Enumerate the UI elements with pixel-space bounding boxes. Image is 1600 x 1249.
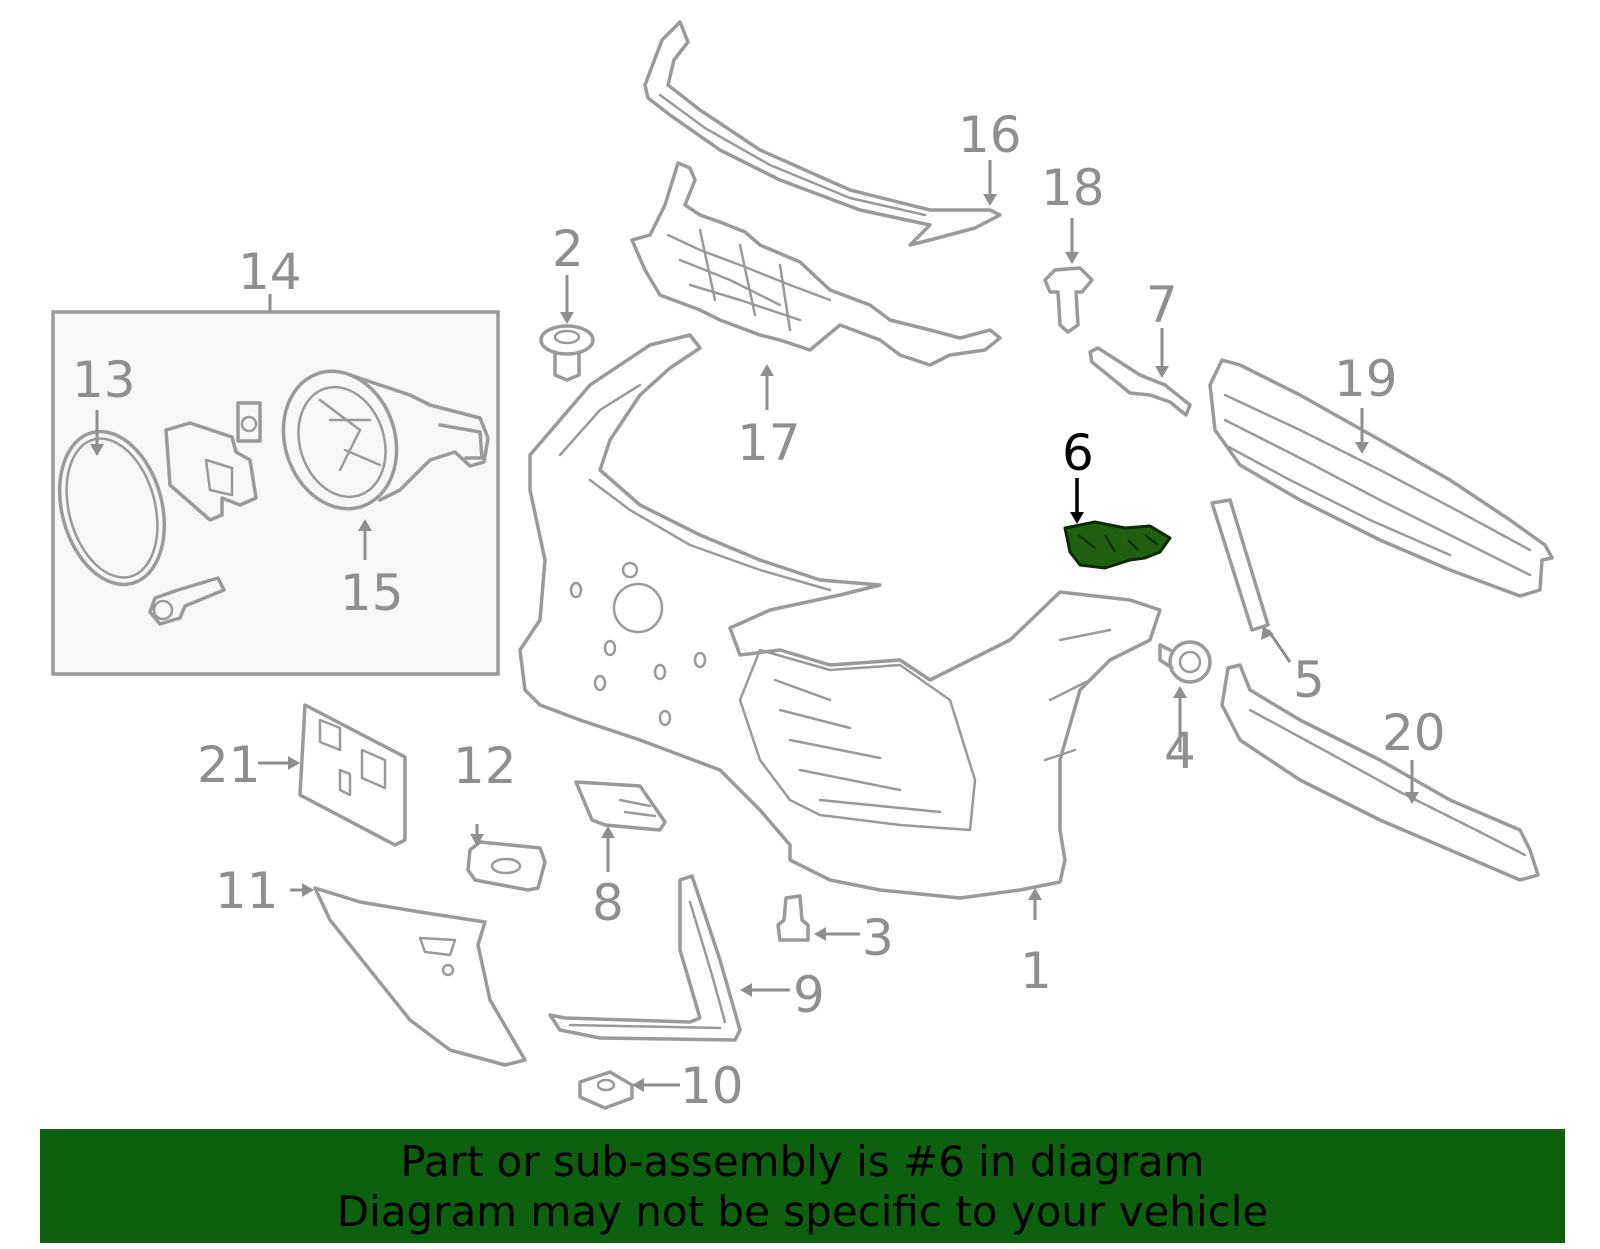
callout-labels: 1 2 3 4 5 6 7 8 9 10 11 12 13 14 15 16 1… [72, 106, 1446, 1115]
part-6-bracket-highlighted[interactable] [1063, 520, 1172, 570]
part-module-bracket[interactable] [164, 401, 262, 522]
part-4-clip[interactable] [1158, 640, 1212, 684]
banner-line-2: Diagram may not be specific to your vehi… [336, 1187, 1269, 1236]
part-2-clip[interactable] [539, 324, 595, 382]
inset-box-14 [51, 294, 500, 676]
part-5-strip[interactable] [1210, 498, 1270, 632]
part-11-side-trim[interactable] [313, 886, 527, 1067]
callout-11: 11 [215, 862, 279, 920]
callout-7: 7 [1146, 276, 1178, 334]
part-8-bracket[interactable] [574, 780, 667, 832]
part-1-bumper-cover[interactable] [518, 333, 1162, 900]
part-19-lower-grille[interactable] [1208, 358, 1554, 598]
part-bolt-inset[interactable] [148, 576, 226, 626]
callout-12: 12 [453, 737, 517, 795]
part-10-nut[interactable] [578, 1070, 634, 1110]
part-7-bracket[interactable] [1088, 346, 1192, 417]
callout-18: 18 [1041, 159, 1105, 217]
leader-lines [90, 160, 1419, 1092]
part-3-clip[interactable] [776, 894, 810, 942]
callout-21: 21 [197, 736, 261, 794]
part-15-housing[interactable] [266, 356, 490, 523]
part-12-clip-plate[interactable] [466, 840, 547, 892]
part-16-upper-molding[interactable] [643, 20, 1002, 247]
callout-4: 4 [1164, 722, 1196, 780]
part-9-trim[interactable] [548, 874, 742, 1042]
callout-13: 13 [72, 351, 136, 409]
callout-16: 16 [958, 106, 1022, 164]
callout-6: 6 [1062, 424, 1094, 482]
part-13-seal-ring[interactable] [44, 420, 181, 597]
callout-17: 17 [737, 414, 801, 472]
callout-1: 1 [1020, 942, 1052, 1000]
info-banner: Part or sub-assembly is #6 in diagram Di… [40, 1129, 1565, 1243]
callout-9: 9 [793, 966, 825, 1024]
banner-line-1: Part or sub-assembly is #6 in diagram [400, 1137, 1205, 1186]
callout-20: 20 [1382, 704, 1446, 762]
part-18-clip[interactable] [1043, 266, 1094, 334]
part-17-upper-reinforcement[interactable] [630, 161, 1002, 367]
callout-15: 15 [340, 564, 404, 622]
part-20-lower-spoiler[interactable] [1220, 663, 1540, 882]
callout-8: 8 [592, 874, 624, 932]
part-21-module-plate[interactable] [298, 703, 407, 847]
callout-5: 5 [1293, 651, 1325, 709]
callout-14: 14 [238, 243, 302, 301]
callout-19: 19 [1334, 350, 1398, 408]
callout-2: 2 [552, 220, 584, 278]
callout-10: 10 [680, 1057, 744, 1115]
callout-3: 3 [862, 909, 894, 967]
